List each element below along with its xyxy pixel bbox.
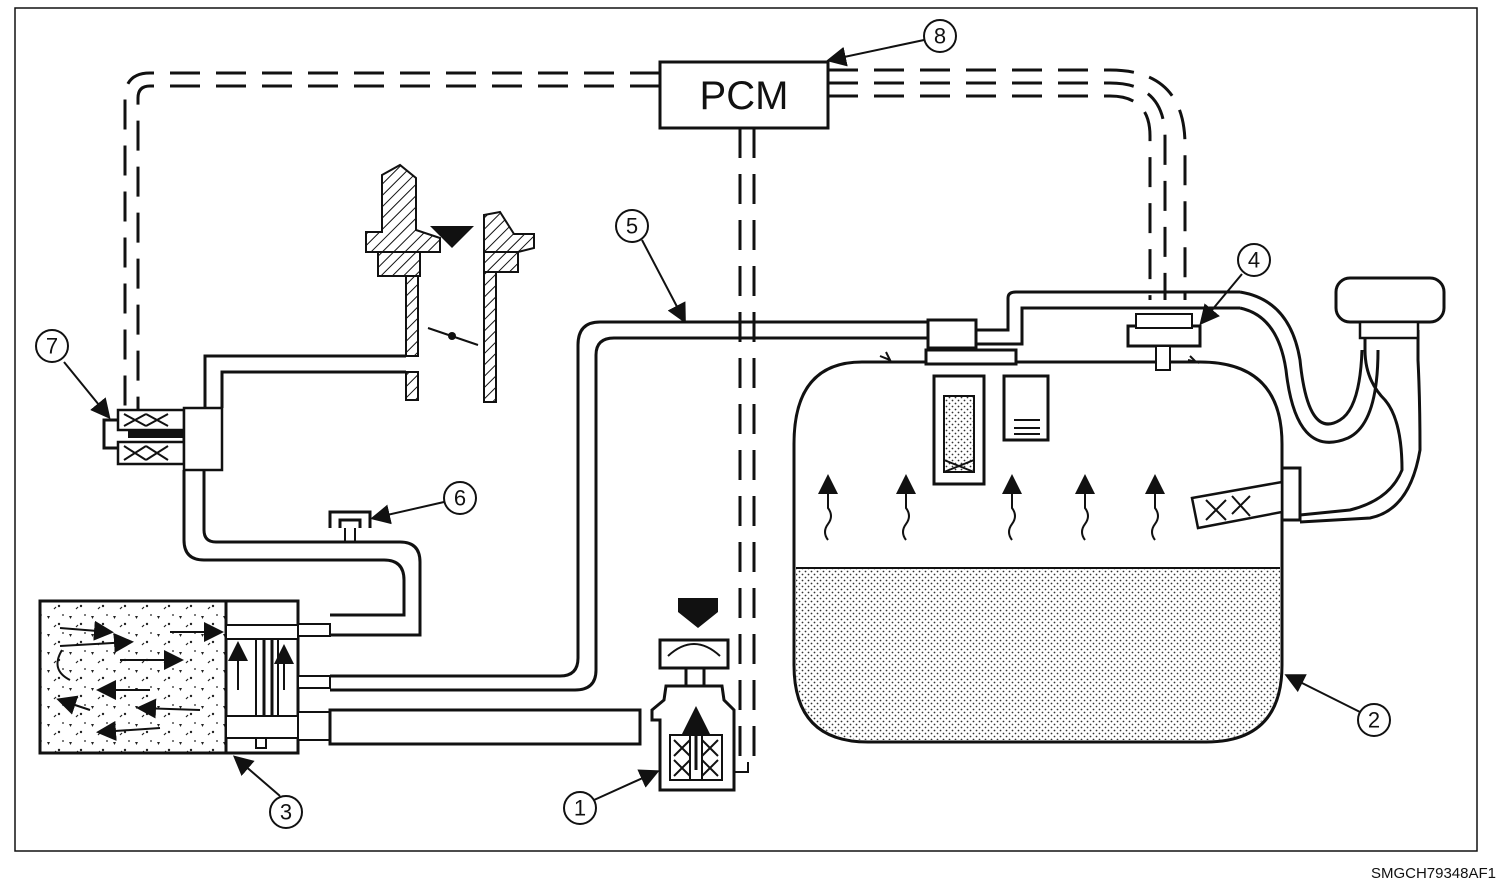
- callout-7-label: 7: [46, 334, 58, 359]
- callout-3-label: 3: [280, 800, 292, 825]
- pcm-label: PCM: [700, 74, 789, 118]
- callout-5: 5: [615, 209, 686, 324]
- purge-line: [182, 354, 422, 637]
- pcm-wiring: [123, 68, 1187, 770]
- vent-hose: [328, 708, 642, 746]
- callout-1-label: 1: [574, 796, 586, 821]
- vent-airflow-arrow-icon: [678, 598, 718, 628]
- callout-7: 7: [35, 329, 111, 420]
- callout-8: 8: [826, 19, 957, 67]
- vapor-line: [330, 320, 930, 692]
- airflow-arrow-icon: [430, 226, 474, 248]
- callout-2-label: 2: [1368, 708, 1380, 733]
- vent-solenoid: [650, 598, 749, 792]
- filler-neck: [1190, 276, 1446, 530]
- callout-6-label: 6: [454, 486, 466, 511]
- callout-4-label: 4: [1248, 248, 1260, 273]
- fuel-tank: [792, 351, 1284, 744]
- callout-1: 1: [563, 769, 660, 825]
- callout-3: 3: [232, 755, 303, 829]
- callout-4: 4: [1199, 243, 1271, 326]
- test-port: [328, 510, 372, 542]
- throttle-body: [365, 163, 535, 403]
- charcoal-canister: [38, 599, 331, 755]
- tank-vent-valves: [924, 290, 1240, 486]
- callout-8-label: 8: [934, 24, 946, 49]
- figure-reference-code: SMGCH79348AF1: [1371, 865, 1496, 882]
- pcm-module: PCM: [658, 60, 830, 130]
- figure-frame: [14, 7, 1478, 852]
- callout-5-label: 5: [626, 214, 638, 239]
- callout-6: 6: [370, 481, 477, 525]
- purge-solenoid: [102, 406, 224, 472]
- tank-pressure-sensor: [1126, 313, 1202, 371]
- callout-2: 2: [1284, 674, 1391, 737]
